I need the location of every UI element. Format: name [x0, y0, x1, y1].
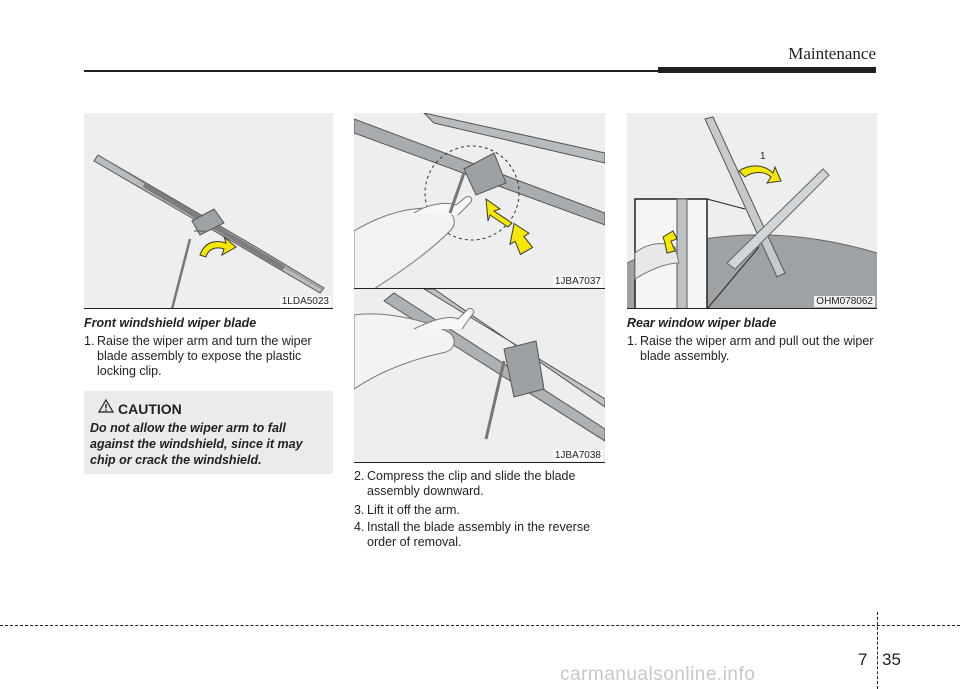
middle-step-3: 3. Lift it off the arm.	[354, 503, 605, 518]
caution-text: Do not allow the wiper arm to fall again…	[90, 421, 303, 467]
warning-triangle-icon	[98, 399, 114, 413]
callout-number: 1	[760, 151, 766, 162]
figure-code: 1JBA7037	[552, 276, 603, 287]
step-text: Raise the wiper arm and turn the wiper b…	[97, 334, 312, 378]
footer-divider	[877, 612, 878, 689]
figure-front-wiper: 1LDA5023	[84, 113, 333, 309]
rear-section-heading: Rear window wiper blade	[627, 316, 777, 330]
step-text: Lift it off the arm.	[367, 503, 460, 517]
step-number: 3.	[354, 503, 365, 517]
figure-code: 1JBA7038	[552, 450, 603, 461]
front-section-heading: Front windshield wiper blade	[84, 316, 257, 330]
header-rule-accent	[658, 67, 876, 73]
figure-code: 1LDA5023	[279, 296, 331, 307]
figure-rule	[84, 308, 333, 309]
step-number: 1.	[84, 334, 95, 348]
header-rule	[84, 70, 662, 72]
rear-wiper-illustration: 1	[627, 113, 877, 309]
front-wiper-illustration	[84, 113, 333, 309]
step-number: 1.	[627, 334, 638, 348]
caution-box: CAUTION Do not allow the wiper arm to fa…	[84, 391, 333, 474]
figure-rule	[354, 462, 605, 463]
step-text: Compress the clip and slide the blade as…	[367, 469, 576, 498]
compress-clip-illustration	[354, 113, 605, 289]
footer-rule	[0, 625, 960, 626]
figure-rule	[354, 288, 605, 289]
step-number: 2.	[354, 469, 365, 483]
middle-step-2: 2. Compress the clip and slide the blade…	[354, 469, 605, 499]
rear-step-1: 1. Raise the wiper arm and pull out the …	[627, 334, 877, 364]
figure-rear-wiper: 1 OHM078062	[627, 113, 877, 309]
figure-slide-blade: 1JBA7038	[354, 289, 605, 463]
caution-title: CAUTION	[118, 401, 182, 417]
step-text: Install the blade assembly in the revers…	[367, 520, 591, 549]
front-step-1: 1. Raise the wiper arm and turn the wipe…	[84, 334, 333, 379]
section-title: Maintenance	[788, 44, 876, 63]
chapter-number: 7	[858, 650, 868, 669]
figure-code: OHM078062	[814, 296, 875, 307]
slide-blade-illustration	[354, 289, 605, 463]
page-number: 35	[882, 650, 901, 669]
figure-compress-clip: 1JBA7037	[354, 113, 605, 289]
step-number: 4.	[354, 520, 365, 534]
middle-step-4: 4. Install the blade assembly in the rev…	[354, 520, 605, 550]
figure-rule	[627, 308, 877, 309]
step-text: Raise the wiper arm and pull out the wip…	[640, 334, 874, 363]
watermark: carmanualsonline.info	[560, 664, 756, 685]
